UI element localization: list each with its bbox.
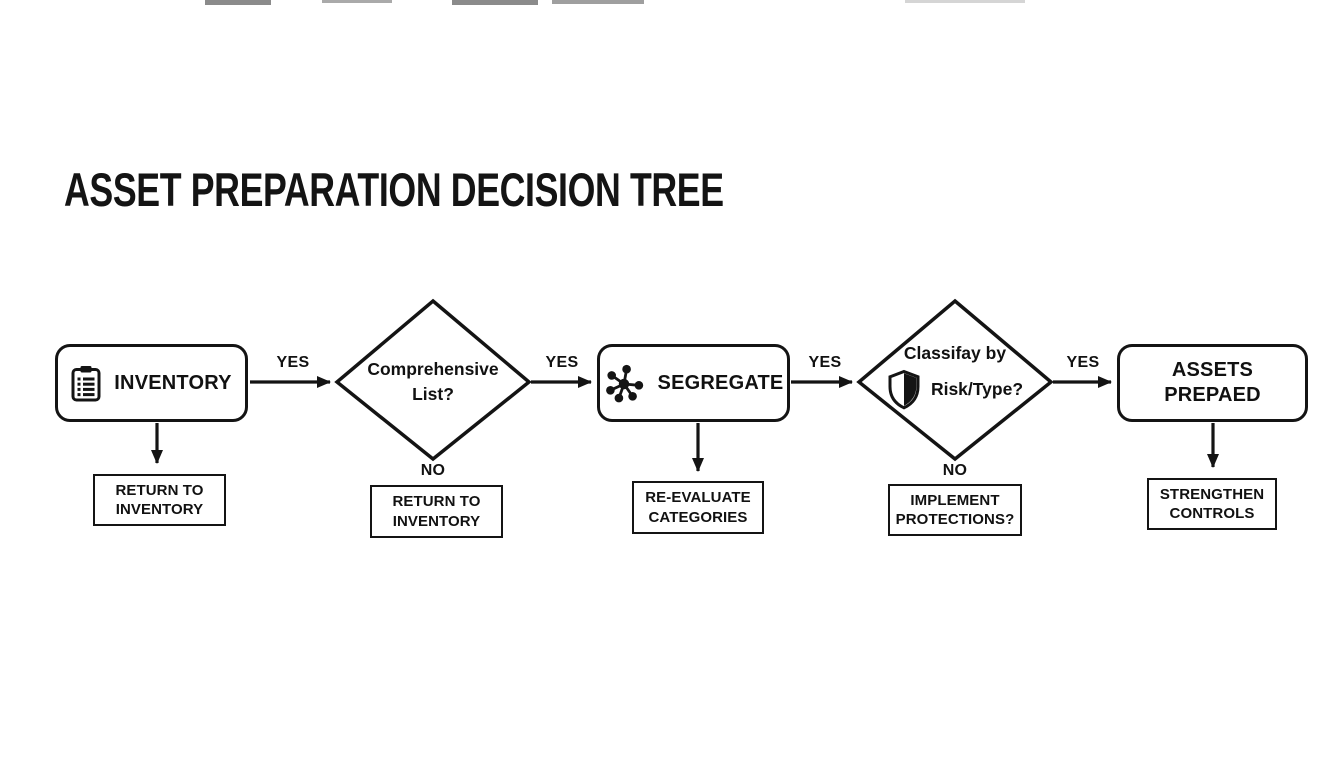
outcome-line2: PROTECTIONS? xyxy=(895,511,1015,528)
edge-label-no: NO xyxy=(420,462,446,479)
decision-diamond-comprehensive xyxy=(334,298,532,462)
outcome-line2: INVENTORY xyxy=(115,501,204,518)
diamond-text-line1: Classifay by xyxy=(903,343,1007,363)
clipboard-icon xyxy=(71,365,101,402)
node-inventory: INVENTORY xyxy=(55,344,248,422)
outcome-return-to-inventory: RETURN TO INVENTORY xyxy=(370,485,503,538)
outcome-strengthen-controls: STRENGTHEN CONTROLS xyxy=(1147,478,1277,530)
outcome-line2: CONTROLS xyxy=(1169,505,1255,522)
diamond-text-line2: List? xyxy=(412,384,454,404)
outcome-reevaluate-categories: RE-EVALUATE CATEGORIES xyxy=(632,481,764,534)
shield-icon xyxy=(887,369,921,410)
node-segregate: SEGREGATE xyxy=(597,344,790,422)
decision-diamond-classify xyxy=(856,298,1054,462)
node-assets-prepared: ASSETS PREPAED xyxy=(1117,344,1308,422)
edge-label-yes: YES xyxy=(276,354,310,371)
outcome-line1: RE-EVALUATE xyxy=(645,489,751,506)
outcome-line2: INVENTORY xyxy=(392,512,481,530)
outcome-implement-protections: IMPLEMENT PROTECTIONS? xyxy=(888,484,1022,536)
node-comprehensive-list-label: Comprehensive List? xyxy=(337,357,529,407)
page-title: ASSET PREPARATION DECISION TREE xyxy=(64,163,724,216)
edge-label-yes: YES xyxy=(1066,354,1100,371)
outcome-line2: CATEGORIES xyxy=(648,508,748,526)
network-hub-icon xyxy=(604,363,645,404)
top-edge-artifact xyxy=(452,0,538,5)
top-edge-artifact xyxy=(205,0,271,5)
node-label: INVENTORY xyxy=(114,371,232,394)
outcome-return-to-inventory: RETURN TO INVENTORY xyxy=(93,474,226,526)
edge-label-yes: YES xyxy=(545,354,579,371)
outcome-line1: RETURN TO xyxy=(115,481,204,499)
node-label: SEGREGATE xyxy=(657,371,784,394)
node-label-line1: ASSETS xyxy=(1171,359,1254,381)
top-edge-artifact xyxy=(905,0,1025,3)
node-classify-risk-label: Classifay by Risk/Type? xyxy=(859,341,1051,410)
top-edge-artifact xyxy=(552,0,644,4)
outcome-line1: STRENGTHEN xyxy=(1159,485,1265,503)
edge-label-yes: YES xyxy=(808,354,842,371)
outcome-line1: RETURN TO xyxy=(392,493,481,510)
diamond-text-line1: Comprehensive xyxy=(367,359,499,379)
edge-label-no: NO xyxy=(942,462,968,479)
outcome-line1: IMPLEMENT xyxy=(910,491,1000,509)
diamond-text-line2: Risk/Type? xyxy=(930,379,1024,399)
top-edge-artifact xyxy=(322,0,392,3)
node-label-line2: PREPAED xyxy=(1164,384,1261,406)
